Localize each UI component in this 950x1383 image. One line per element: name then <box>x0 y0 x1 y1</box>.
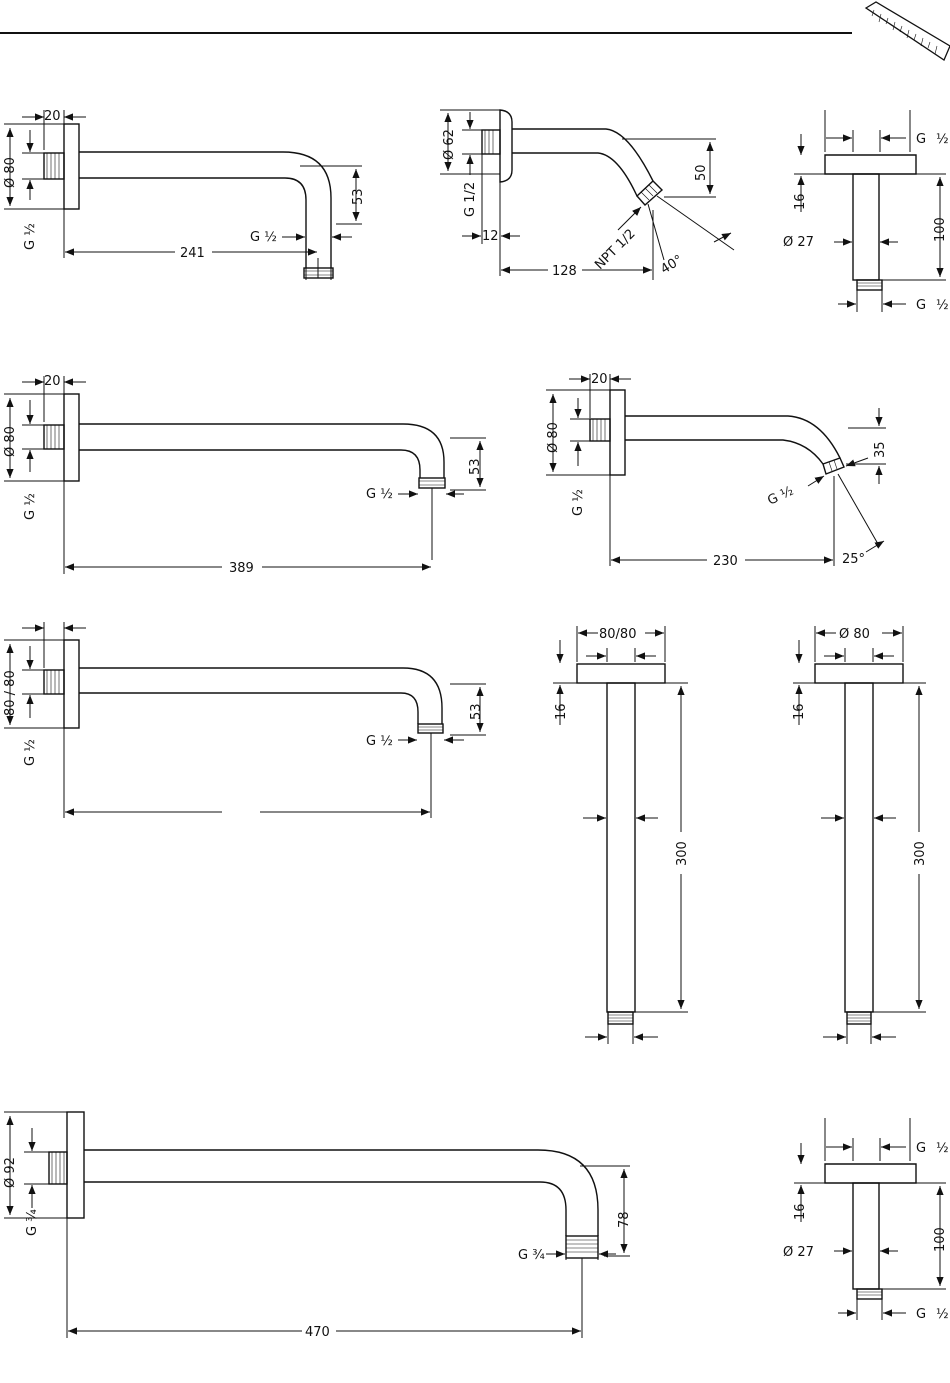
d2-drop: 50 <box>694 164 709 181</box>
d10-od: Ø 27 <box>783 1245 814 1260</box>
d5-dia: Ø 80 <box>546 422 561 453</box>
d2-dia: Ø 62 <box>442 129 457 160</box>
d9-dia: Ø 92 <box>3 1157 18 1188</box>
drawing-ceiling-arm-300-square: 80/80 16 300 <box>553 626 690 1044</box>
d6-thread: G ½ <box>23 739 38 766</box>
d1-length: 241 <box>180 246 205 261</box>
d4-top: 20 <box>44 374 61 389</box>
d8-h300: 300 <box>913 841 928 866</box>
d1-thread: G ½ <box>23 223 38 250</box>
d5-top: 20 <box>591 372 608 387</box>
d2-thread: G 1/2 <box>463 182 478 217</box>
d5-drop: 35 <box>873 441 888 458</box>
drawing-ceiling-arm-100: G ½ 16 Ø 27 100 G ½ <box>783 110 949 313</box>
d3-bg1: G <box>916 298 926 313</box>
d10-h16: 16 <box>793 1203 808 1220</box>
d7-h300: 300 <box>675 841 690 866</box>
drawing-shower-arm-square: 80 / 80 G ½ 53 G ½ <box>3 622 486 818</box>
drawing-shower-arm-241: 20 Ø 80 G ½ 53 G ½ 241 <box>3 109 366 280</box>
d6-dia: 80 / 80 <box>3 670 18 716</box>
drawing-shower-arm-128: Ø 62 G 1/2 12 128 NPT 1/2 50 40° <box>440 110 734 280</box>
d7-size: 80/80 <box>599 627 636 642</box>
d9-outlet: G ¾ <box>518 1248 545 1263</box>
d5-thread: G ½ <box>571 489 586 516</box>
drawing-ceiling-arm-300-round: Ø 80 16 300 <box>792 626 928 1044</box>
d3-h16: 16 <box>793 193 808 210</box>
d10-tf1: ½ <box>936 1141 949 1156</box>
d9-drop: 78 <box>617 1211 632 1228</box>
d10-bf1: ½ <box>936 1307 949 1322</box>
d9-thread: G ¾ <box>25 1209 40 1236</box>
d4-outlet: G ½ <box>366 487 393 502</box>
d2-angle: 40° <box>658 252 685 277</box>
d8-h16: 16 <box>792 703 807 720</box>
d3-tf1: ½ <box>936 132 949 147</box>
d4-thread: G ½ <box>23 493 38 520</box>
d1-dia: Ø 80 <box>3 157 18 188</box>
d1-drop: 53 <box>351 188 366 205</box>
d6-drop: 53 <box>469 703 484 720</box>
d1-outlet: G ½ <box>250 230 277 245</box>
drawing-ceiling-arm-100-b: G ½ 16 Ø 27 100 G ½ <box>783 1118 949 1322</box>
d2-npt: NPT 1/2 <box>592 226 638 272</box>
d6-outlet: G ½ <box>366 734 393 749</box>
d7-h16: 16 <box>554 703 569 720</box>
d10-h100: 100 <box>933 1227 948 1252</box>
d5-angle: 25° <box>842 552 865 567</box>
d2-depth: 12 <box>482 229 499 244</box>
d5-outlet: G ½ <box>765 484 796 509</box>
d9-length: 470 <box>305 1325 330 1340</box>
drawing-shower-arm-470: Ø 92 G ¾ 78 G ¾ 470 <box>3 1112 632 1340</box>
d10-bg1: G <box>916 1307 926 1322</box>
d3-tg1: G <box>916 132 926 147</box>
d2-length: 128 <box>552 264 577 279</box>
drawing-shower-arm-230: 20 Ø 80 G ½ 35 G ½ 230 25° <box>546 372 888 569</box>
d3-od: Ø 27 <box>783 235 814 250</box>
d8-size: Ø 80 <box>839 627 870 642</box>
d3-h100: 100 <box>933 217 948 242</box>
drawing-shower-arm-389: 20 Ø 80 G ½ 53 G ½ 389 <box>3 374 486 576</box>
d3-bf1: ½ <box>936 298 949 313</box>
d10-tg1: G <box>916 1141 926 1156</box>
d5-length: 230 <box>713 554 738 569</box>
d4-length: 389 <box>229 561 254 576</box>
d4-drop: 53 <box>468 458 483 475</box>
d1-top: 20 <box>44 109 61 124</box>
d4-dia: Ø 80 <box>3 426 18 457</box>
ruler-logo-icon <box>866 2 950 60</box>
